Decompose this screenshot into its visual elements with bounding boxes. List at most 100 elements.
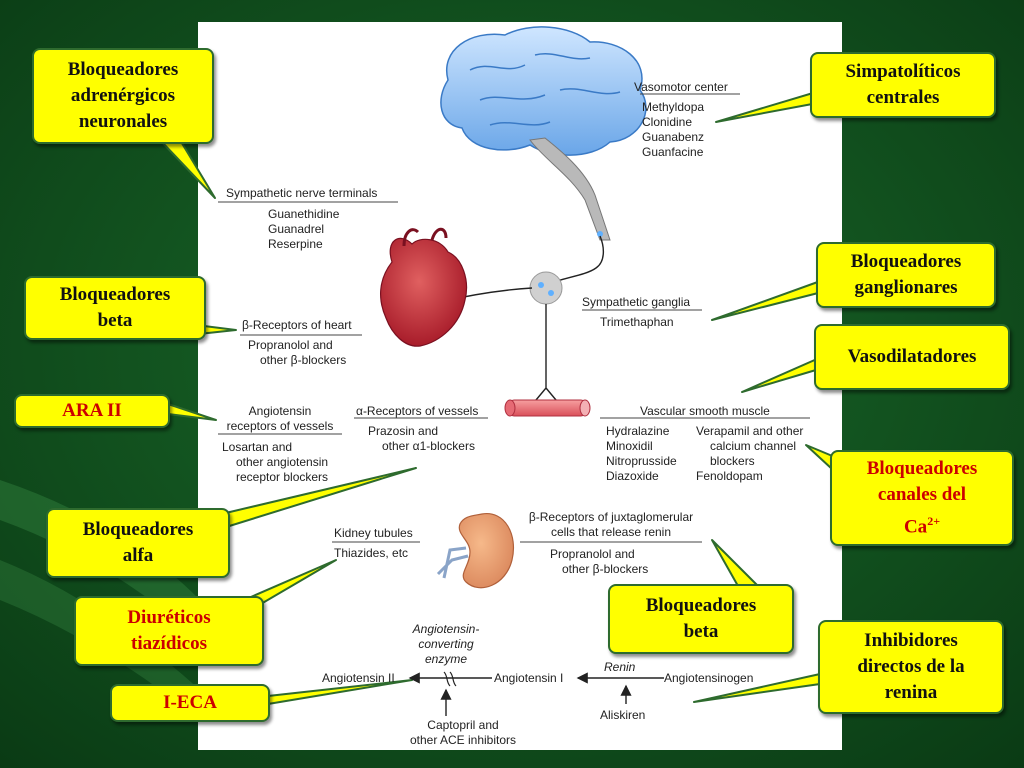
callout-line: directos de la xyxy=(857,656,965,677)
ganglia-label: Sympathetic ganglia Trimethaphan xyxy=(582,295,690,330)
alpha-receptors-drug: Prazosin and xyxy=(368,424,439,438)
callout-ganglionic-blockers: Bloqueadores ganglionares xyxy=(816,242,996,308)
callout-line: renina xyxy=(884,682,938,703)
alpha-receptors-title: α-Receptors of vessels xyxy=(356,404,479,418)
nerve-terminals-drug: Guanadrel xyxy=(268,222,325,236)
ace-label-line: Angiotensin- xyxy=(412,622,480,636)
heart-receptors-label: β-Receptors of heart Propranolol and oth… xyxy=(242,318,352,368)
vascular-smooth-muscle-left: Hydralazine Minoxidil Nitroprusside Diaz… xyxy=(606,424,677,484)
juxtaglomerular-title: β-Receptors of juxtaglomerular xyxy=(528,510,694,524)
kidney-tubules-label: Kidney tubules Thiazides, etc xyxy=(334,526,413,561)
ace-inhibitors-label: Captopril and other ACE inhibitors xyxy=(386,718,540,748)
angiotensin-i-label: Angiotensin I xyxy=(494,671,564,685)
alpha-receptors-label: α-Receptors of vessels Prazosin and othe… xyxy=(356,404,478,454)
callout-ace-inhibitors: I-ECA xyxy=(110,684,270,722)
vasomotor-drug: Guanfacine xyxy=(642,145,704,159)
callout-calcium-channel-blockers: Bloqueadores canales del Ca2+ xyxy=(830,450,1014,546)
angiotensin-receptors-drugs: Losartan and other angiotensin receptor … xyxy=(222,440,328,485)
vasodilator-drug: Diazoxide xyxy=(606,469,659,483)
angiotensin-receptors-label: Angiotensin receptors of vessels xyxy=(218,404,342,439)
callout-line: Bloqueadores xyxy=(866,457,978,479)
spinal-nerve-path xyxy=(549,235,605,285)
callout-line: alfa xyxy=(122,545,154,566)
angiotensin-receptors-title: receptors of vessels xyxy=(226,419,334,433)
vascular-smooth-muscle-right: Verapamil and other calcium channel bloc… xyxy=(696,424,803,484)
callout-direct-renin-inhibitors: Inhibidores directos de la renina xyxy=(818,620,1004,714)
juxtaglomerular-label: β-Receptors of juxtaglomerular cells tha… xyxy=(516,510,706,545)
callout-line: Diuréticos xyxy=(127,607,211,628)
juxtaglomerular-drug: Propranolol and xyxy=(550,547,635,561)
callout-line: Bloqueadores xyxy=(850,251,962,272)
callout-line: Ca2+ xyxy=(867,508,978,540)
callout-beta-blockers-heart: Bloqueadores beta xyxy=(24,276,206,340)
ace-inhibitors-line: other ACE inhibitors xyxy=(409,733,517,747)
vasodilator-drug: blockers xyxy=(710,454,755,468)
angiotensinogen-label: Angiotensinogen xyxy=(664,671,754,685)
alpha-receptors-drug: other α1-blockers xyxy=(382,439,475,453)
heart-receptors-drug: other β-blockers xyxy=(260,353,347,367)
aliskiren-label: Aliskiren xyxy=(600,708,646,722)
callout-line: Bloqueadores xyxy=(67,59,179,80)
ganglion-icon xyxy=(529,271,563,305)
vasodilator-drug: Hydralazine xyxy=(606,424,670,438)
callout-alpha-blockers: Bloqueadores alfa xyxy=(46,508,230,578)
vasomotor-drug: Methyldopa xyxy=(642,100,705,114)
angiotensin-ii-label: Angiotensin II xyxy=(322,671,395,685)
raas-arrows xyxy=(408,671,664,716)
vascular-smooth-muscle-title: Vascular smooth muscle xyxy=(640,404,770,418)
ace-label-line: enzyme xyxy=(424,652,468,666)
kidney-tubules-title: Kidney tubules xyxy=(334,526,413,540)
vasodilator-drug: Minoxidil xyxy=(606,439,653,453)
vasodilator-drug: calcium channel xyxy=(710,439,797,453)
postganglionic-to-vessel xyxy=(535,304,557,401)
juxtaglomerular-drug: other β-blockers xyxy=(562,562,649,576)
callout-line: Bloqueadores xyxy=(82,519,194,540)
juxtaglomerular-drugs: Propranolol and other β-blockers xyxy=(550,547,648,577)
callout-line: Inhibidores xyxy=(864,630,958,651)
vasomotor-label: Vasomotor center Methyldopa Clonidine Gu… xyxy=(634,80,728,160)
callout-line: beta xyxy=(97,310,133,331)
callout-line: Bloqueadores xyxy=(59,284,171,305)
brain-icon xyxy=(440,26,647,241)
callout-neuronal-adrenergic-blockers: Bloqueadores adrenérgicos neuronales xyxy=(32,48,214,144)
callout-line: Simpatolíticos xyxy=(845,61,961,82)
nerve-terminals-drug: Guanethidine xyxy=(268,207,340,221)
callout-line: canales del xyxy=(877,483,967,505)
heart-icon xyxy=(380,227,468,347)
callout-ca-text: Ca xyxy=(903,516,928,538)
juxtaglomerular-title: cells that release renin xyxy=(550,525,672,539)
angiotensin-receptors-drug: other angiotensin xyxy=(236,455,329,469)
callout-line: adrenérgicos xyxy=(70,85,176,106)
callout-line: centrales xyxy=(866,87,940,108)
ace-label-line: converting xyxy=(418,637,474,651)
kidney-tubules-drug: Thiazides, etc xyxy=(334,546,409,560)
label-underlines xyxy=(218,93,810,543)
heart-receptors-title: β-Receptors of heart xyxy=(242,318,352,332)
ace-inhibitors-line: Captopril and xyxy=(427,718,499,732)
callout-line: beta xyxy=(683,621,719,642)
angiotensin-receptors-drug: receptor blockers xyxy=(236,470,329,484)
vasodilator-drug: Verapamil and other xyxy=(696,424,804,438)
callout-central-sympatholytics: Simpatolíticos centrales xyxy=(810,52,996,118)
angiotensin-receptors-drug: Losartan and xyxy=(222,440,293,454)
nerve-terminals-label: Sympathetic nerve terminals Guanethidine… xyxy=(226,186,377,252)
vasodilator-drug: Nitroprusside xyxy=(606,454,677,468)
callout-line: ganglionares xyxy=(854,277,958,298)
callout-line: Vasodilatadores xyxy=(847,346,977,367)
angiotensin-receptors-title: Angiotensin xyxy=(248,404,312,418)
blood-vessel-icon xyxy=(504,399,591,417)
vasodilator-drug: Fenoldopam xyxy=(696,469,763,483)
nerve-terminals-drug: Reserpine xyxy=(268,237,323,251)
ganglia-title: Sympathetic ganglia xyxy=(582,295,691,309)
callout-line: neuronales xyxy=(78,111,168,132)
callout-thiazide-diuretics: Diuréticos tiazídicos xyxy=(74,596,264,666)
nerve-terminals-title: Sympathetic nerve terminals xyxy=(226,186,378,200)
kidney-icon xyxy=(436,513,514,589)
callout-beta-blockers-kidney: Bloqueadores beta xyxy=(608,584,794,654)
renin-label: Renin xyxy=(604,660,636,674)
callout-vasodilators: Vasodilatadores xyxy=(814,324,1010,390)
vasomotor-title: Vasomotor center xyxy=(634,80,728,94)
callout-ara-ii: ARA II xyxy=(14,394,170,428)
callout-line: ARA II xyxy=(62,400,122,421)
callout-line: Bloqueadores xyxy=(645,595,757,616)
